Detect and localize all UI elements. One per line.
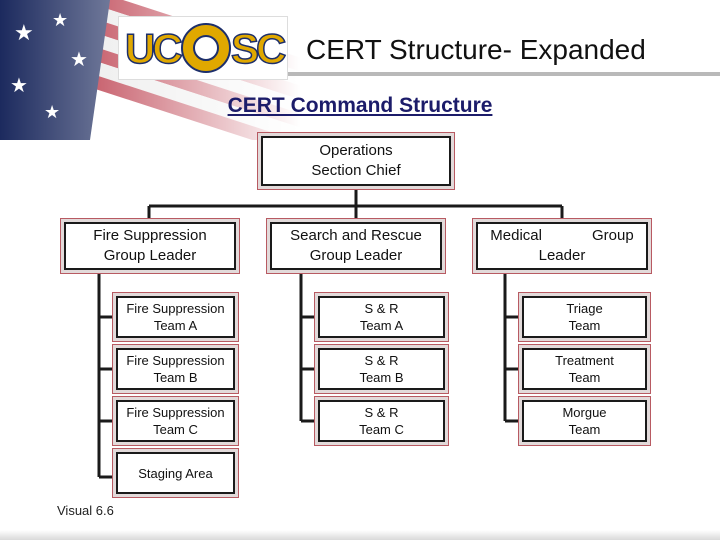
box-label-line2: Leader <box>538 247 586 264</box>
box-label-line1: Triage <box>566 301 603 316</box>
box-label-line2: Team C <box>153 422 198 437</box>
box-label-line1: Fire Suppression <box>93 227 207 244</box>
sr-team-c-box: S & R Team C <box>315 397 448 445</box>
box-label-line2: Group Leader <box>103 247 197 264</box>
visual-number-label: Visual 6.6 <box>57 503 114 518</box>
box-label-line2: Team B <box>153 370 198 385</box>
box-label-line2: Team <box>568 422 601 437</box>
title-divider <box>288 72 720 76</box>
box-label-line2: Team A <box>153 318 198 333</box>
sr-team-b-box: S & R Team B <box>315 345 448 393</box>
box-label-line1: Medical Group <box>490 227 634 244</box>
logo-text-sc: SC <box>230 24 287 73</box>
box-label-line1: Search and Rescue <box>290 227 422 244</box>
fire-suppression-team-c-box: Fire Suppression Team C <box>113 397 238 445</box>
box-label-line2: Team <box>568 370 601 385</box>
bottom-divider <box>0 530 720 540</box>
staging-area-box: Staging Area <box>113 449 238 497</box>
box-label-line1: Fire Suppression <box>126 353 225 368</box>
box-label-line1: Fire Suppression <box>126 405 225 420</box>
morgue-team-box: Morgue Team <box>519 397 650 445</box>
fire-suppression-team-b-box: Fire Suppression Team B <box>113 345 238 393</box>
sr-team-a-box: S & R Team A <box>315 293 448 341</box>
box-label-line1: Fire Suppression <box>126 301 225 316</box>
box-label-line2: Team <box>568 318 601 333</box>
logo-text-uc: UC <box>124 24 183 73</box>
box-label-line1: S & R <box>364 353 399 368</box>
search-and-rescue-group-leader-box: Search and Rescue Group Leader <box>267 219 445 273</box>
slide-title: CERT Structure- Expanded <box>306 34 646 65</box>
fire-suppression-team-a-box: Fire Suppression Team A <box>113 293 238 341</box>
box-label-line1: Operations <box>319 142 393 159</box>
operations-section-chief-box: Operations Section Chief <box>258 133 454 189</box>
box-label-line2: Group Leader <box>309 247 403 264</box>
fire-suppression-group-leader-box: Fire Suppression Group Leader <box>61 219 239 273</box>
box-label-line1: S & R <box>364 301 399 316</box>
box-label-line2: Team C <box>359 422 404 437</box>
logo-seal-icon <box>181 23 231 73</box>
ucsc-logo: UC SC <box>118 16 288 80</box>
box-label-line2: Section Chief <box>311 162 401 179</box>
chart-heading: CERT Command Structure <box>227 94 493 117</box>
box-label-line1: S & R <box>364 405 399 420</box>
box-label-line1: Staging Area <box>138 465 213 481</box>
box-label-line2: Team B <box>359 370 404 385</box>
box-label-line1: Treatment <box>555 353 614 368</box>
treatment-team-box: Treatment Team <box>519 345 650 393</box>
medical-group-leader-box: Medical Group Leader <box>473 219 651 273</box>
box-label-line2: Team A <box>359 318 404 333</box>
box-label-line1: Morgue <box>562 405 607 420</box>
triage-team-box: Triage Team <box>519 293 650 341</box>
